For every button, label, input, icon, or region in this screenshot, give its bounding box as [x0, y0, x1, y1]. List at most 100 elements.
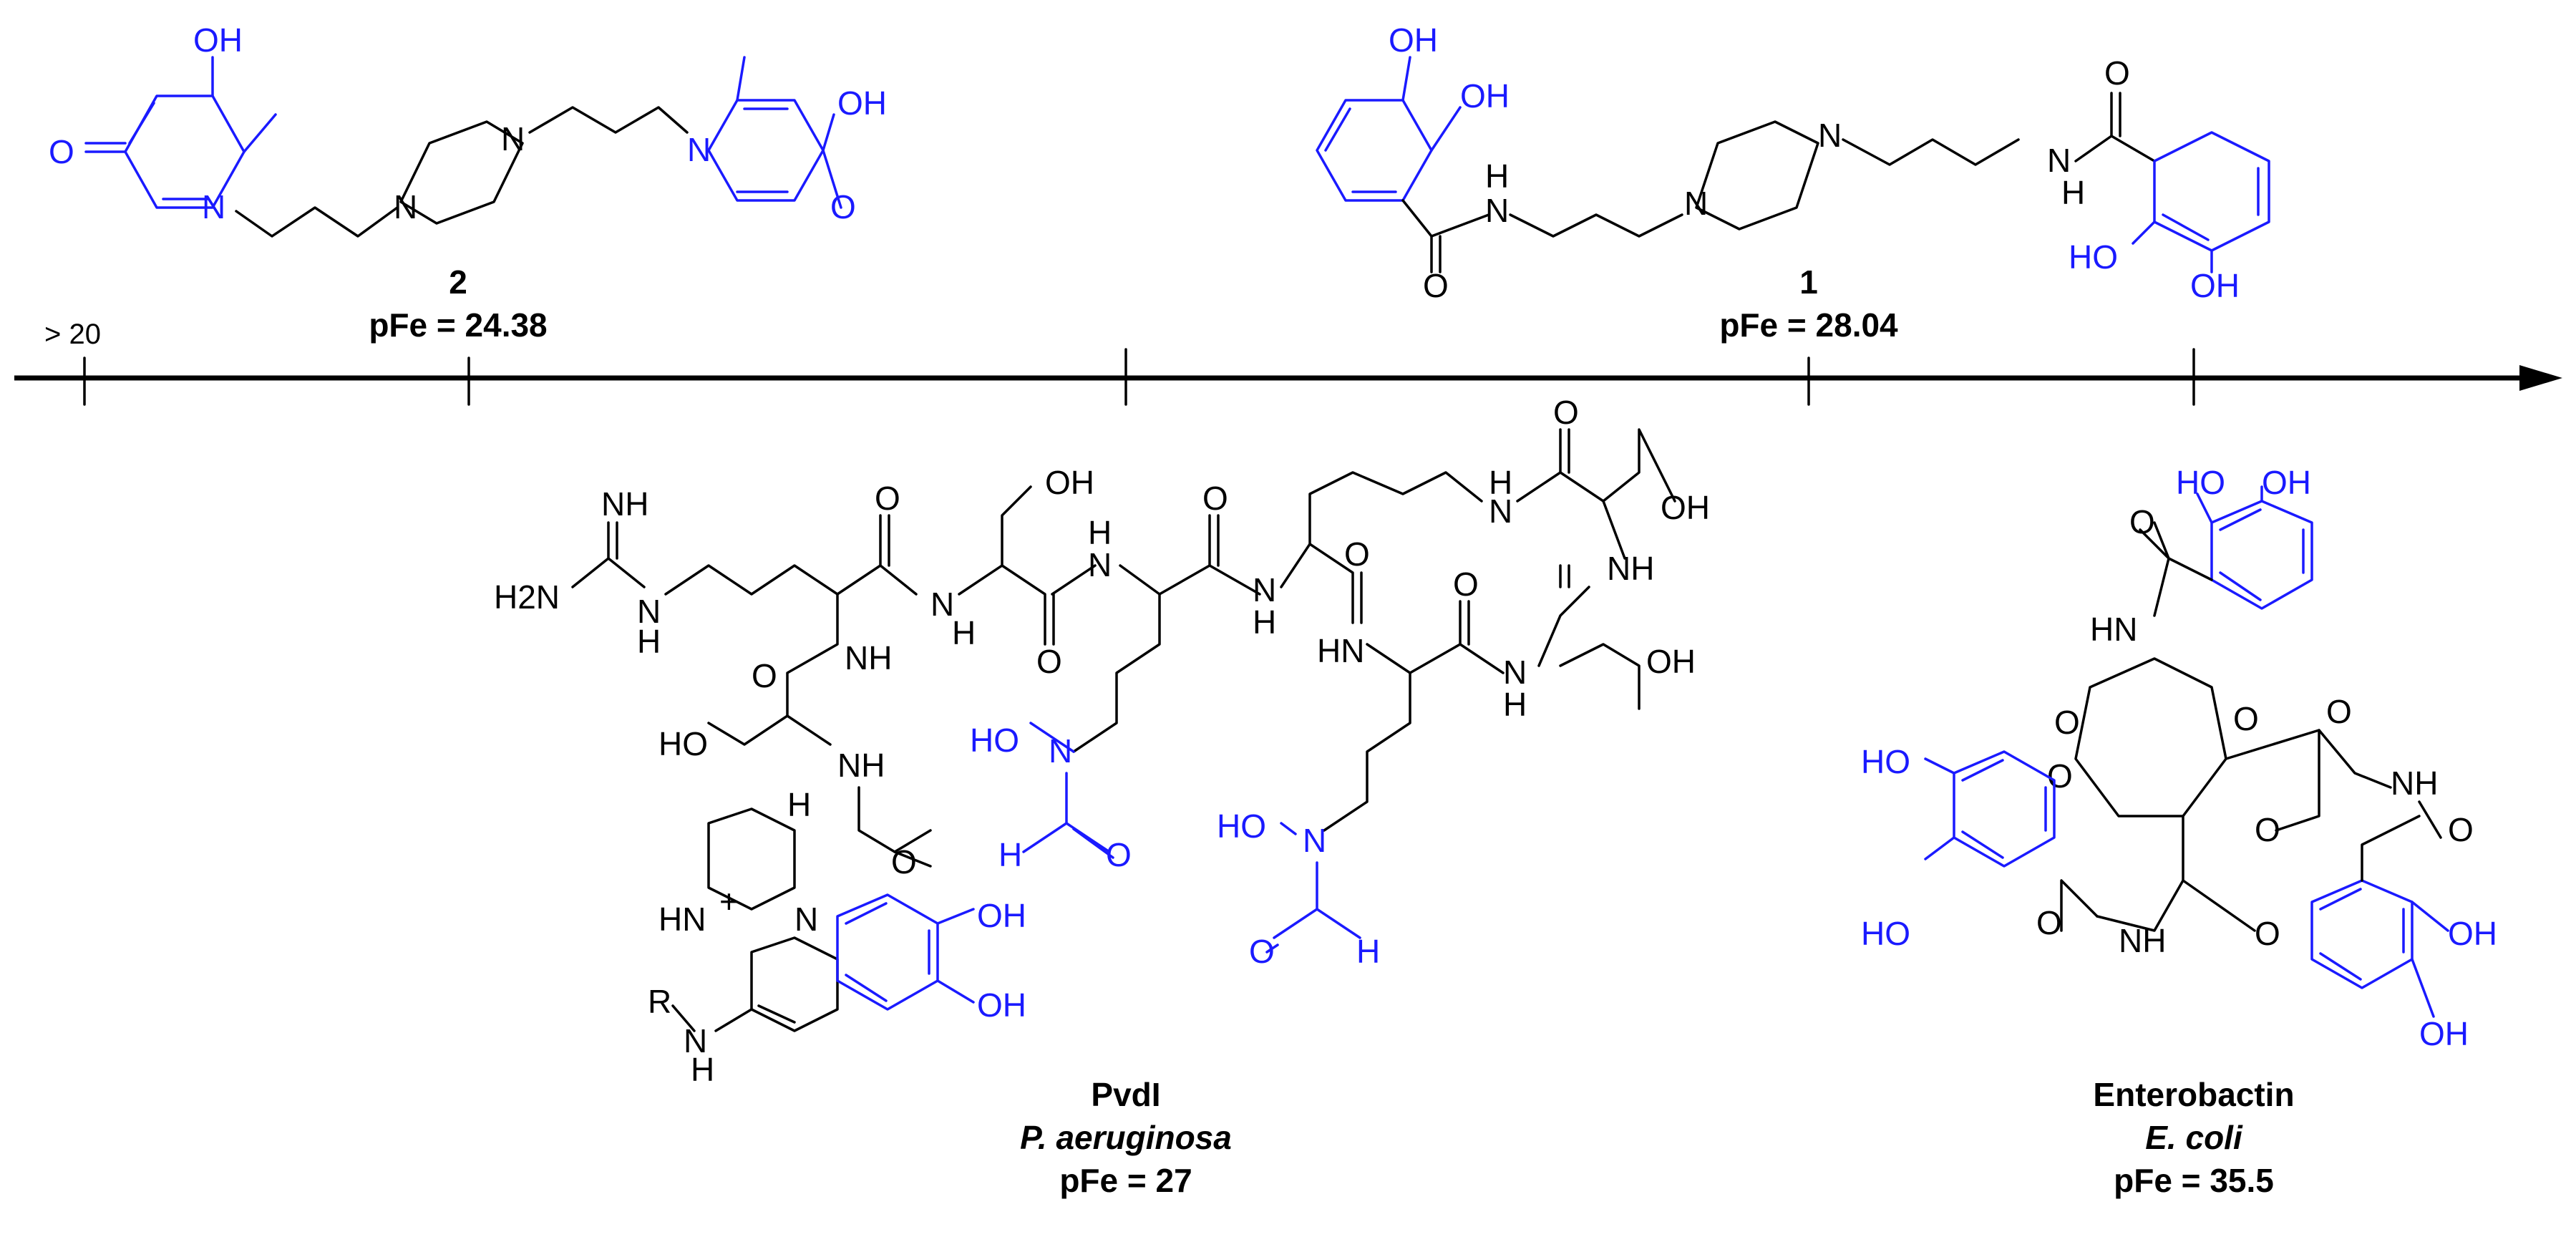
atom-nh: NH	[601, 485, 648, 523]
atom-oh: OH	[1389, 21, 1438, 59]
atom-h: H	[1253, 603, 1276, 641]
enterobactin-organism: E. coli	[2145, 1119, 2243, 1156]
atom-oh: OH	[1045, 464, 1094, 501]
atom-o: O	[830, 188, 856, 225]
atom-h: H	[1485, 157, 1509, 195]
atom-n: N	[501, 120, 525, 157]
atom-n: N	[687, 131, 711, 168]
atom-n: N	[202, 188, 225, 225]
atom-oh: OH	[193, 21, 243, 59]
atom-nh: NH	[845, 639, 892, 676]
atom-oh: OH	[1460, 77, 1510, 115]
atom-o: O	[2047, 757, 2073, 795]
atom-n: N	[1818, 117, 1842, 154]
catechol-ring-lower-left	[1953, 750, 2056, 868]
atom-n: N	[1049, 732, 1072, 770]
enterobactin-label: Enterobactin	[2093, 1076, 2294, 1113]
atom-r: R	[648, 983, 671, 1020]
atom-oh: OH	[837, 84, 887, 122]
atom-n: N	[2047, 142, 2071, 179]
atom-o: O	[2326, 693, 2352, 730]
atom-ho: HO	[970, 722, 1019, 759]
atom-o: O	[2104, 54, 2130, 92]
atom-n: N	[394, 188, 417, 225]
catechol-ring-right	[2153, 131, 2270, 252]
compound-2-structure: OH O N N N N OH O 2 pFe = 24.38	[49, 21, 887, 344]
atom-o: O	[2233, 700, 2259, 737]
atom-ho: HO	[2069, 238, 2118, 276]
atom-ho: HO	[1217, 807, 1266, 845]
compound-1-structure: OH OH O N H N N N H O HO OH 1 pFe = 28.0…	[1316, 21, 2270, 344]
atom-h: H	[2061, 174, 2085, 211]
atom-n: N	[637, 593, 661, 630]
catechol-ring-top	[2210, 500, 2313, 610]
pyridinone-ring-right	[707, 99, 825, 202]
enterobactin-structure: HO OH O HN O O O O O O O NH O NH HO HO	[1861, 464, 2497, 1199]
atom-n: N	[1088, 546, 1112, 583]
atom-n: N	[794, 901, 818, 938]
atom-oh: OH	[2190, 267, 2240, 304]
atom-n: N	[1485, 192, 1509, 229]
atom-h: H	[1503, 686, 1527, 723]
atom-ho: HO	[658, 725, 708, 762]
atom-ho: HO	[1861, 915, 1910, 952]
atom-o: O	[1036, 643, 1062, 680]
compound-1-pfe: pFe = 28.04	[1719, 306, 1898, 344]
atom-oh: OH	[2419, 1015, 2469, 1052]
atom-o: O	[1453, 566, 1479, 603]
atom-h: H	[787, 786, 811, 823]
atom-ho: HO	[2176, 464, 2225, 501]
chromophore-catechol	[836, 893, 939, 1011]
atom-h: H	[691, 1051, 714, 1088]
atom-o: O	[49, 133, 74, 170]
axis-arrowhead	[2519, 365, 2562, 391]
atom-o: O	[1344, 535, 1370, 573]
atom-o: O	[2036, 904, 2062, 941]
piperazine-ring	[399, 120, 524, 225]
pvdi-organism: P. aeruginosa	[1020, 1119, 1232, 1156]
atom-o: O	[2129, 503, 2155, 540]
atom-nh: NH	[2119, 922, 2166, 959]
atom-o: O	[752, 657, 777, 694]
atom-o: O	[1106, 836, 1132, 873]
compound-1-label: 1	[1799, 263, 1818, 301]
trilactone-core	[2074, 657, 2227, 818]
atom-oh: OH	[977, 897, 1026, 934]
atom-n: N	[1489, 493, 1512, 530]
catechol-ring-lower-right	[2310, 879, 2414, 989]
catechol-ring-left	[1316, 99, 1433, 202]
atom-h: H	[637, 623, 661, 660]
atom-n: N	[930, 586, 954, 623]
atom-n: N	[1253, 571, 1276, 608]
atom-o: O	[1553, 394, 1579, 431]
atom-o: O	[875, 480, 900, 517]
atom-h: H	[998, 836, 1022, 873]
atom-oh: OH	[2448, 915, 2497, 952]
atom-o: O	[2255, 915, 2280, 952]
compound-2-pfe: pFe = 24.38	[369, 306, 547, 344]
atom-h: H	[952, 614, 976, 651]
atom-plus: +	[719, 883, 739, 920]
atom-h: H	[1088, 514, 1112, 551]
atom-n: N	[684, 1022, 707, 1059]
compound-2-label: 2	[449, 263, 467, 301]
atom-nh: NH	[2391, 765, 2438, 802]
atom-n: N	[1503, 654, 1527, 691]
atom-ho: HO	[1861, 743, 1910, 780]
atom-n: N	[1684, 185, 1708, 222]
pyridinone-ring-left	[124, 94, 246, 209]
atom-oh: OH	[977, 986, 1026, 1024]
atom-oh: OH	[1646, 643, 1696, 680]
piperazine-ring	[1695, 120, 1819, 231]
atom-h2n: H2N	[494, 578, 560, 616]
atom-h: H	[1489, 464, 1512, 501]
atom-h: H	[1356, 933, 1380, 970]
atom-oh: OH	[2262, 464, 2311, 501]
atom-o: O	[1202, 480, 1228, 517]
enterobactin-pfe: pFe = 35.5	[2114, 1162, 2274, 1199]
atom-o: O	[2054, 704, 2080, 741]
pvdi-structure: NH H2N N H O N H OH O H N O N H HO N	[494, 394, 1710, 1199]
pvdi-label: PvdI	[1091, 1076, 1160, 1113]
pfe-axis: > 20	[14, 319, 2562, 406]
